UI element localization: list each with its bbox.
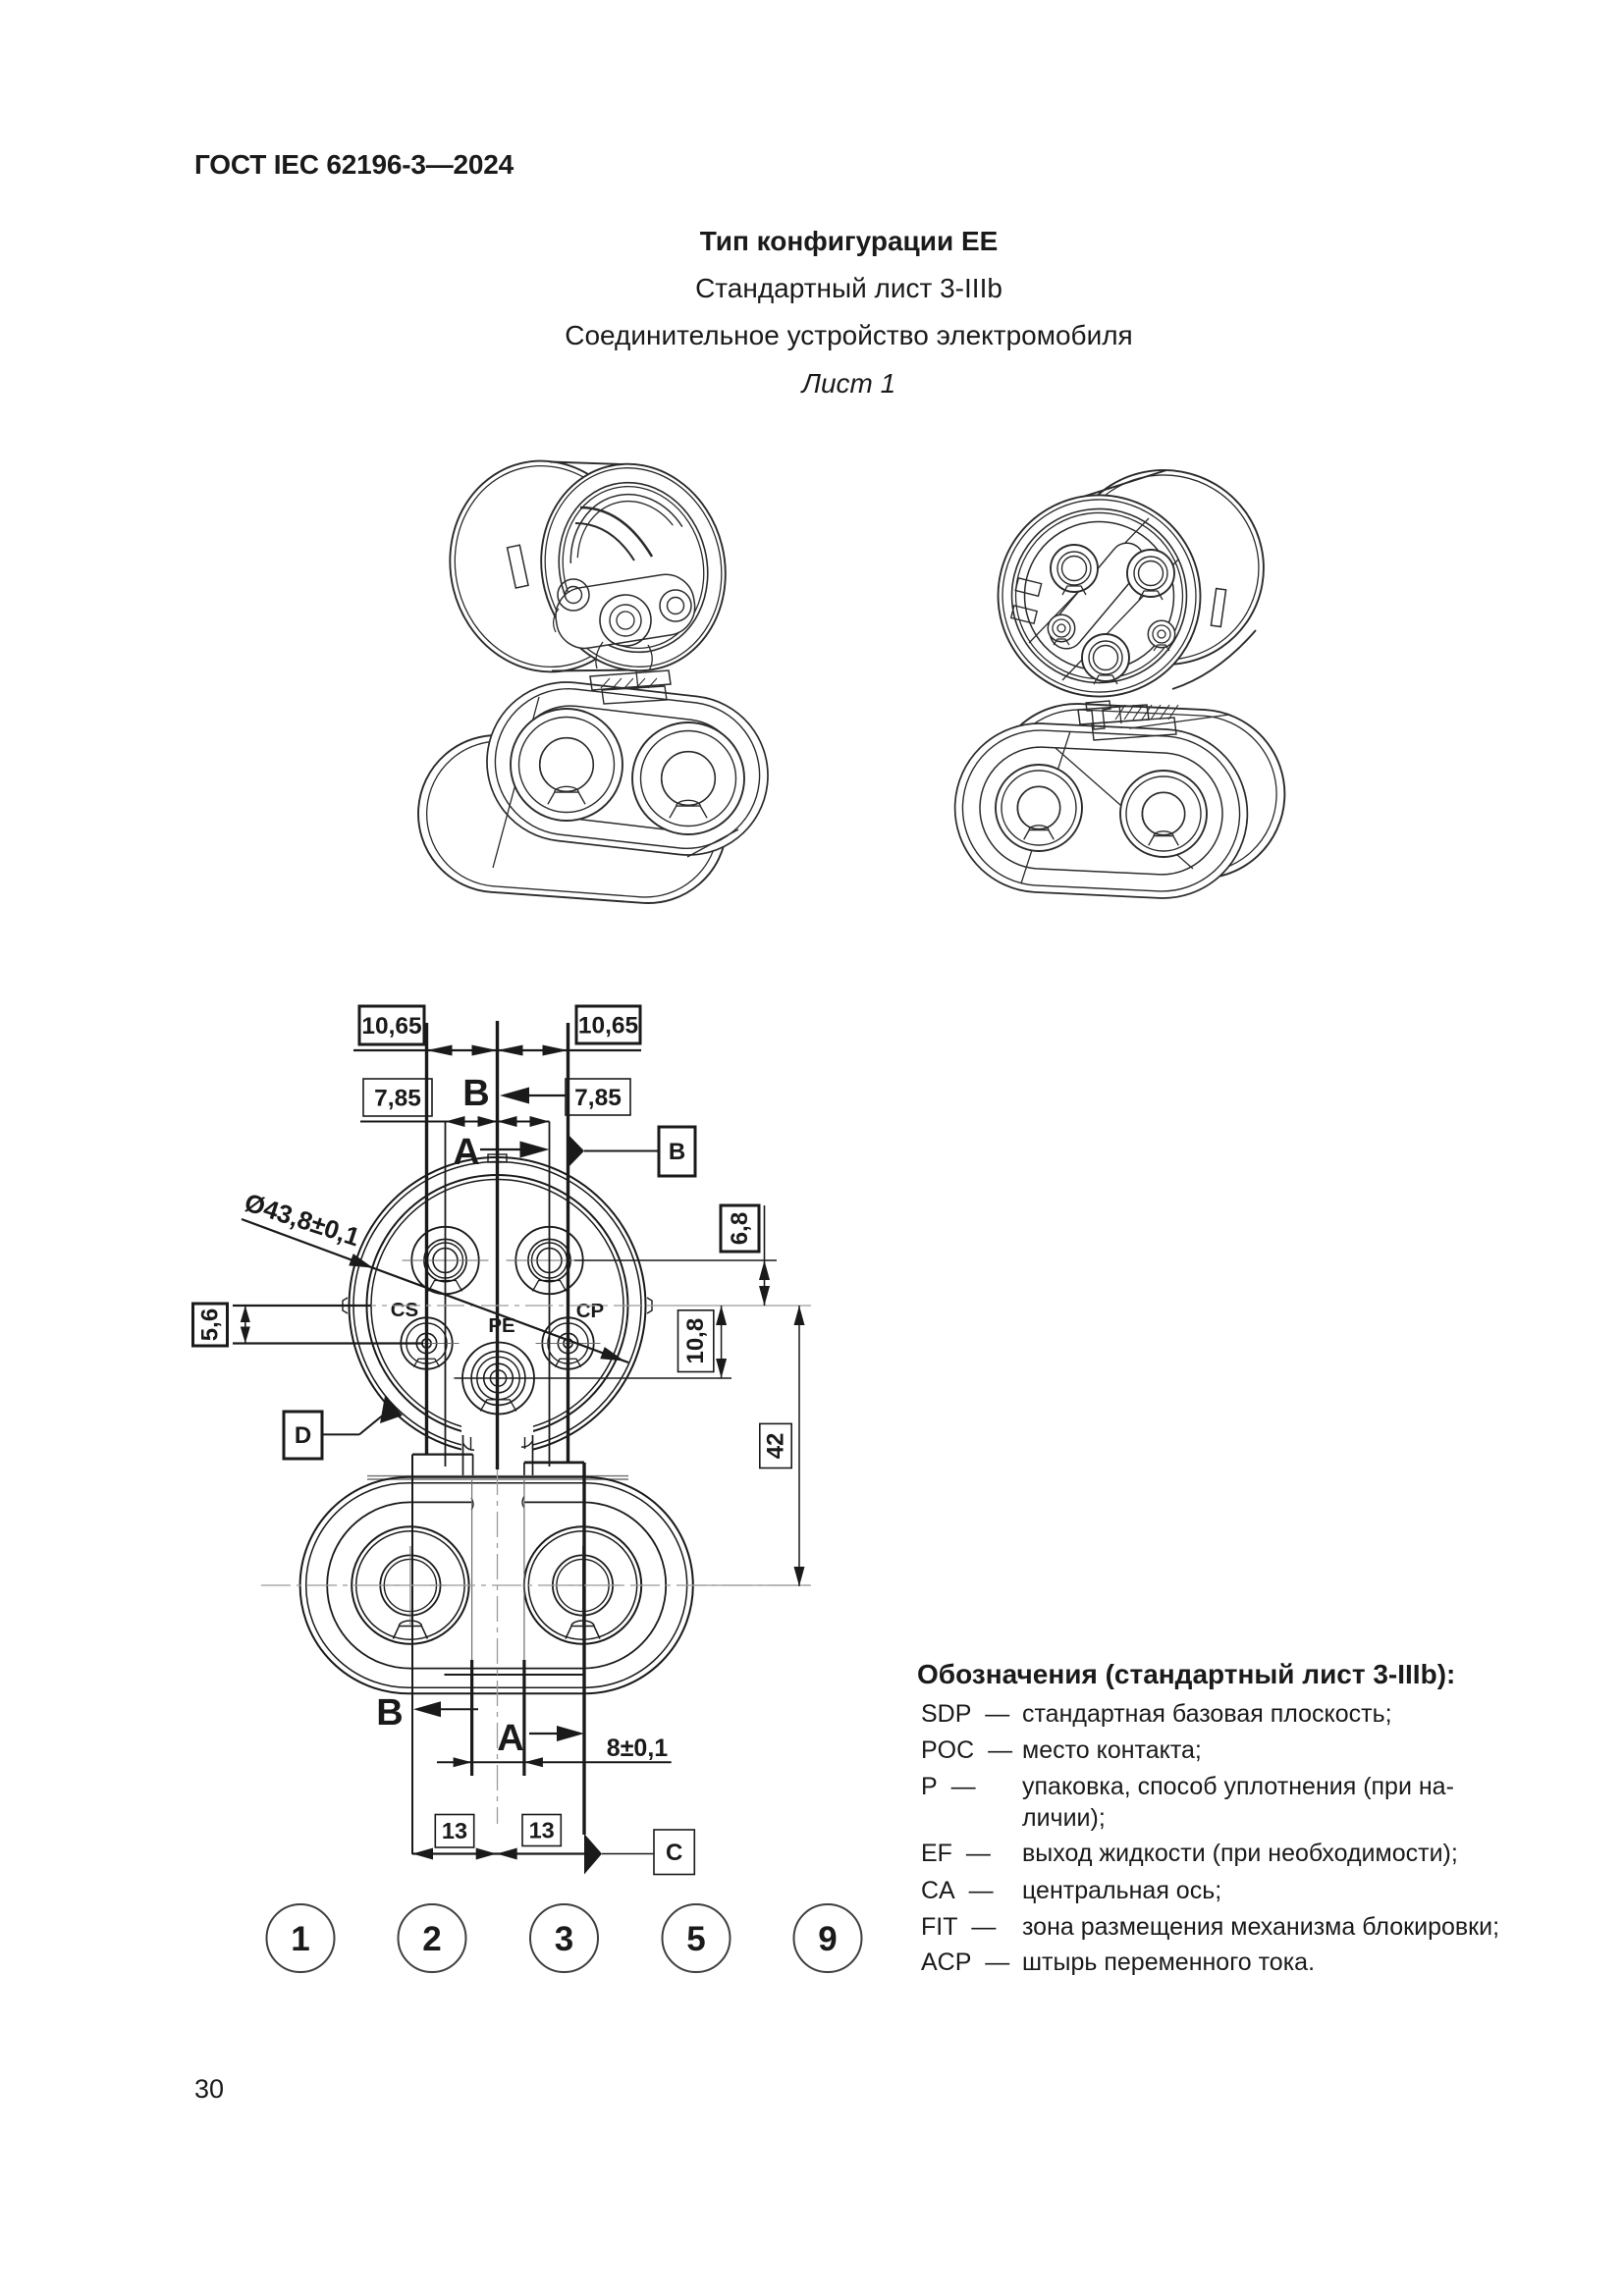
svg-text:B: B [669, 1139, 685, 1165]
svg-text:B: B [376, 1692, 403, 1734]
svg-text:1: 1 [291, 1920, 309, 1958]
svg-text:5,6: 5,6 [197, 1308, 224, 1341]
svg-text:13: 13 [529, 1817, 555, 1842]
svg-text:A: A [497, 1718, 523, 1759]
svg-text:9: 9 [818, 1920, 837, 1958]
svg-text:10,65: 10,65 [361, 1013, 421, 1040]
svg-text:6,8: 6,8 [727, 1212, 753, 1245]
svg-text:8±0,1: 8±0,1 [607, 1735, 668, 1762]
svg-text:D: D [295, 1422, 311, 1449]
svg-text:42: 42 [763, 1433, 789, 1460]
svg-text:7,85: 7,85 [574, 1085, 622, 1111]
svg-text:CS: CS [391, 1299, 418, 1321]
svg-text:2: 2 [422, 1920, 441, 1958]
svg-text:7,85: 7,85 [374, 1085, 421, 1111]
svg-text:5: 5 [686, 1920, 705, 1958]
svg-text:3: 3 [555, 1920, 573, 1958]
svg-text:10,65: 10,65 [578, 1012, 638, 1039]
svg-text:B: B [462, 1073, 489, 1114]
svg-text:10,8: 10,8 [682, 1318, 709, 1364]
svg-text:CP: CP [576, 1300, 604, 1322]
svg-text:PE: PE [488, 1314, 514, 1337]
svg-text:A: A [453, 1132, 479, 1173]
svg-text:C: C [666, 1840, 682, 1866]
svg-text:13: 13 [442, 1818, 467, 1843]
